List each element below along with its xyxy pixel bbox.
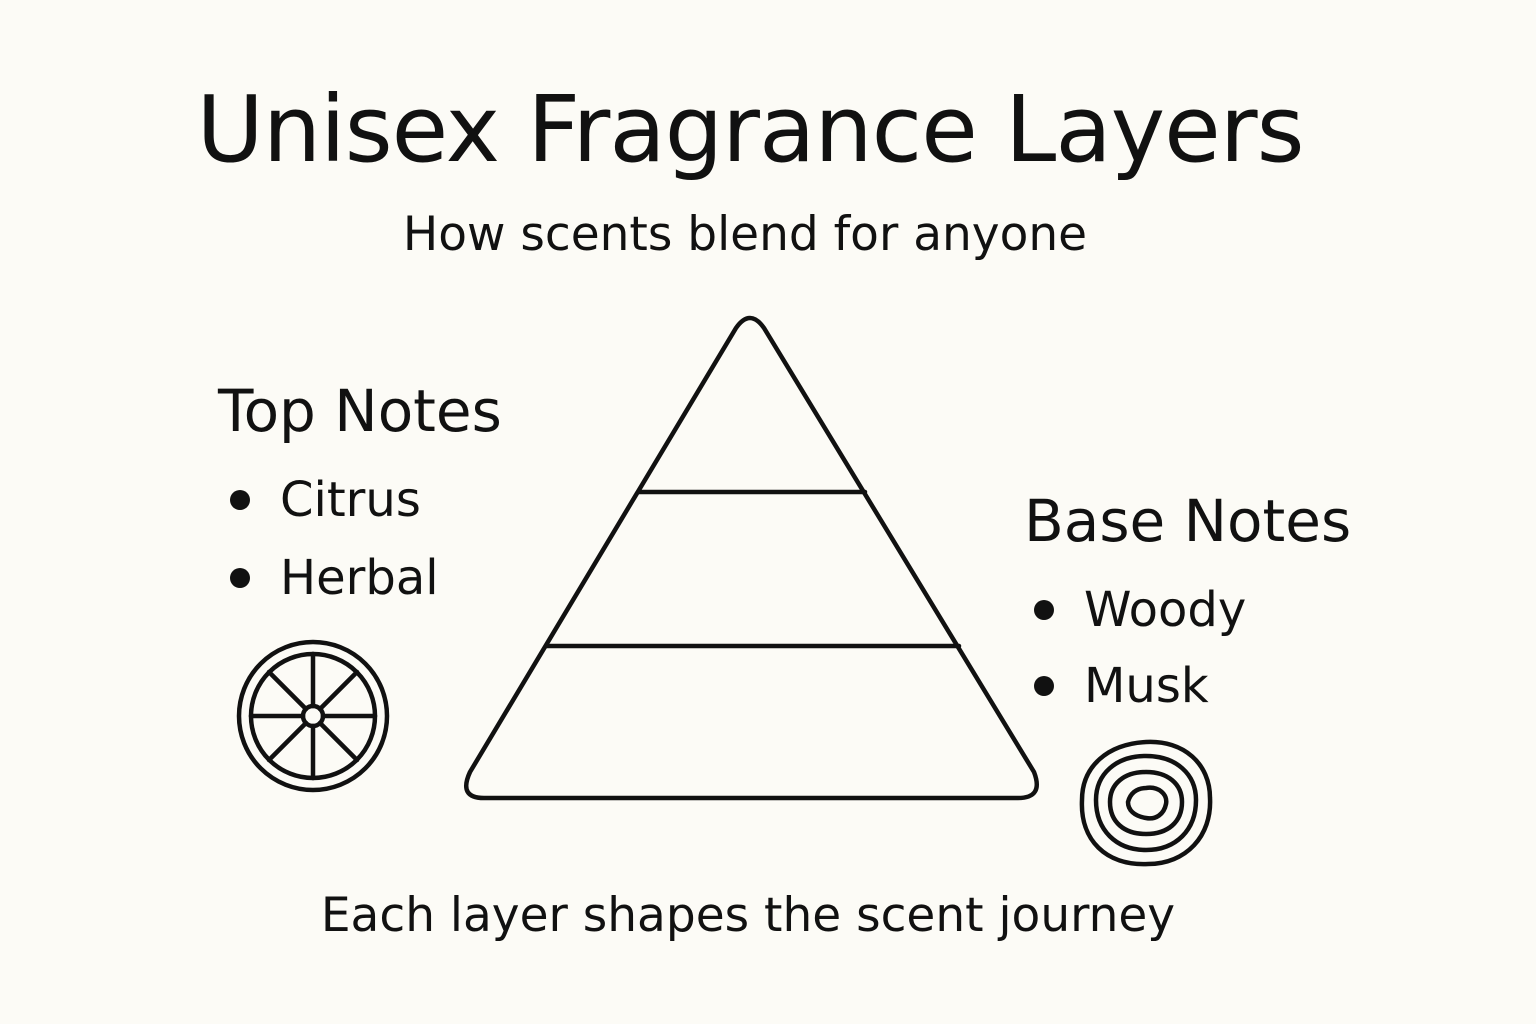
bullet-icon [1034, 600, 1054, 620]
top-note-label: Citrus [280, 472, 421, 528]
base-note-label: Musk [1084, 658, 1209, 714]
diagram-subtitle: How scents blend for anyone [402, 207, 1088, 262]
base-note-item: Woody [1034, 580, 1246, 640]
bullet-icon [230, 490, 250, 510]
citrus-slice-icon [234, 638, 394, 802]
bullet-icon [230, 568, 250, 588]
bullet-icon [1034, 676, 1054, 696]
base-notes-heading: Base Notes [1024, 487, 1352, 555]
base-note-label: Woody [1084, 582, 1247, 638]
pyramid-outline [464, 315, 1039, 801]
diagram-footer: Each layer shapes the scent journey [320, 888, 1176, 943]
diagram-title: Unisex Fragrance Layers [196, 76, 1304, 183]
top-note-item: Citrus [230, 470, 421, 530]
top-note-item: Herbal [230, 548, 439, 608]
top-note-label: Herbal [280, 550, 439, 606]
fragrance-pyramid [464, 315, 1039, 801]
top-notes-heading: Top Notes [218, 377, 502, 445]
base-note-item: Musk [1034, 656, 1209, 716]
wood-rings-icon [1074, 736, 1218, 876]
